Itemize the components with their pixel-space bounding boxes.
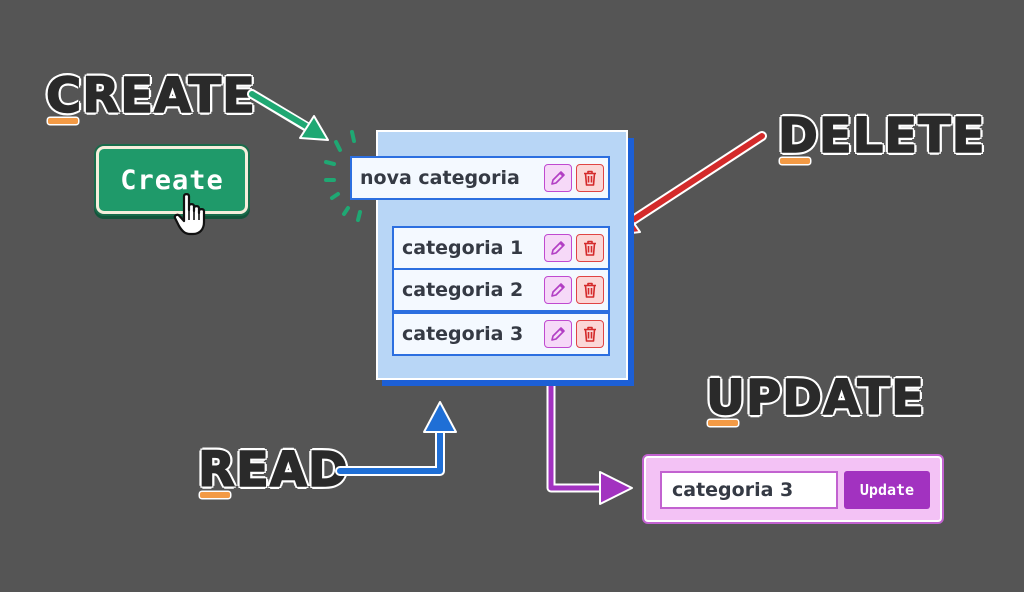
pencil-icon (551, 283, 565, 297)
pencil-icon (551, 241, 565, 255)
new-item-label: nova categoria (360, 167, 520, 189)
list-item-label: categoria 3 (402, 323, 524, 345)
delete-heading-underline (780, 158, 810, 164)
update-form: categoria 3 Update (644, 456, 942, 522)
create-arrow (247, 89, 329, 141)
list-item: categoria 1 (392, 226, 610, 270)
list-item-edit-button[interactable] (544, 276, 572, 304)
list-item-label: categoria 2 (402, 279, 524, 301)
create-button-label: Create (120, 164, 224, 196)
create-heading: CREATE (45, 68, 256, 124)
update-input[interactable]: categoria 3 (660, 471, 838, 509)
new-item-edit-button[interactable] (544, 164, 572, 192)
trash-icon (584, 326, 596, 342)
update-heading: UPDATE (705, 370, 925, 426)
list-item-edit-button[interactable] (544, 320, 572, 348)
list-item-delete-button[interactable] (576, 320, 604, 348)
new-item-delete-button[interactable] (576, 164, 604, 192)
read-arrow (335, 401, 457, 476)
sparkle-marks (324, 130, 362, 222)
new-item-row: nova categoria (350, 156, 610, 200)
update-button[interactable]: Update (844, 471, 930, 509)
list-item: categoria 3 (392, 312, 610, 356)
list-item-label: categoria 1 (402, 237, 524, 259)
update-arrow (546, 349, 633, 505)
update-button-label: Update (859, 481, 915, 499)
read-heading: READ (197, 442, 349, 498)
trash-icon (584, 170, 596, 186)
create-button[interactable]: Create (96, 146, 248, 214)
trash-icon (584, 240, 596, 256)
delete-heading: DELETE (777, 108, 986, 164)
list-item-edit-button[interactable] (544, 234, 572, 262)
hand-pointer-icon (173, 193, 206, 236)
pencil-icon (551, 171, 565, 185)
read-heading-underline (200, 492, 230, 498)
list-item: categoria 2 (392, 268, 610, 312)
update-heading-underline (708, 420, 738, 426)
pencil-icon (551, 327, 565, 341)
trash-icon (584, 282, 596, 298)
update-input-value: categoria 3 (672, 479, 794, 501)
list-item-delete-button[interactable] (576, 234, 604, 262)
list-item-delete-button[interactable] (576, 276, 604, 304)
create-heading-underline (48, 118, 78, 124)
